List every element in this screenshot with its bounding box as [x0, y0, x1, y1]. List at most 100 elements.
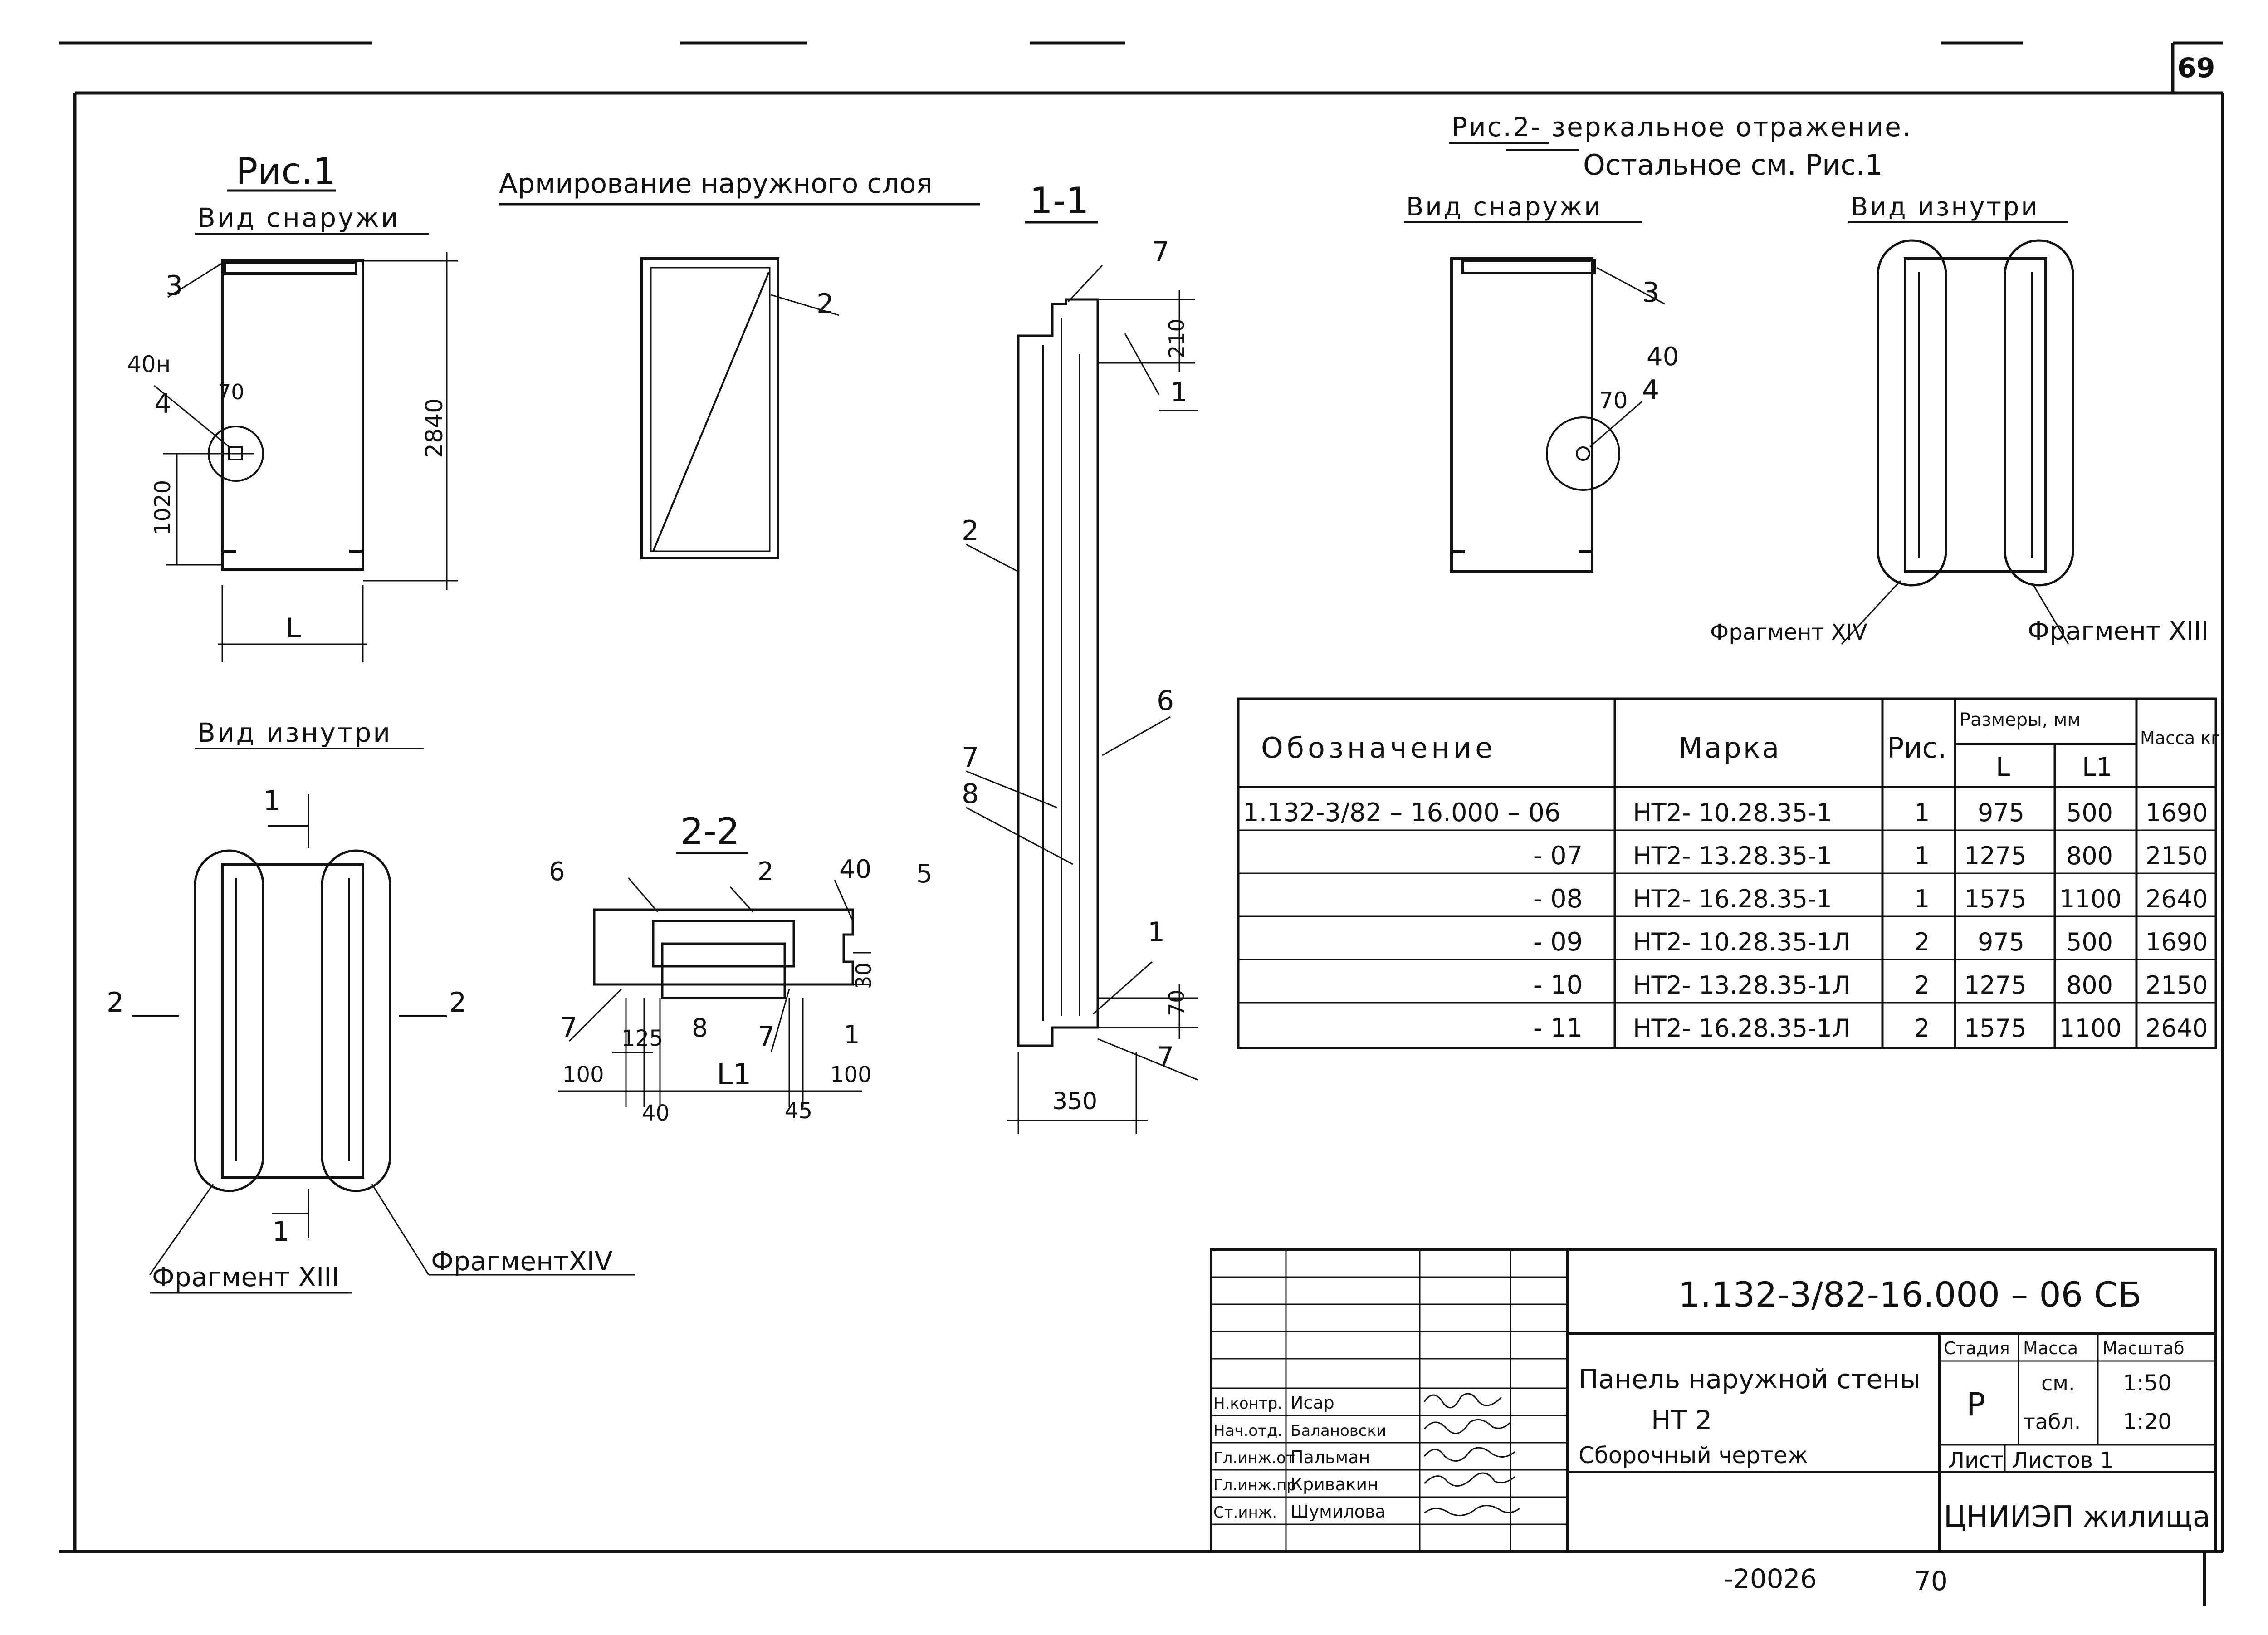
signature-role: Гл.инж.от	[1213, 1449, 1295, 1467]
page-number: 70	[1914, 1566, 1948, 1596]
fig1-callout-4: 4	[154, 388, 171, 420]
section-2-2-drawing	[558, 877, 871, 1107]
section-2-2-callout-5: 5	[916, 859, 933, 889]
section-2-2-callout-6: 6	[549, 857, 565, 886]
spec-cell-fig: 1	[1914, 842, 1930, 870]
signature-row-4: Ст.инж. Шумилова	[1213, 1502, 1386, 1522]
fig2-group: Рис.2- зеркальное отражение. Остальное с…	[1404, 112, 2209, 646]
sheet-number: 69	[2177, 52, 2215, 84]
fig1-section-2-right: 2	[449, 987, 466, 1018]
spec-cell-mass: 2640	[2146, 1014, 2208, 1043]
spec-cell-L: 1575	[1964, 1014, 2026, 1043]
mass-label: Масса	[2023, 1338, 2078, 1358]
spec-cell-L: 1575	[1964, 885, 2026, 913]
spec-cell-L: 975	[1978, 928, 2024, 956]
signature-role: Гл.инж.пр	[1213, 1476, 1296, 1494]
spec-header-fig: Рис.	[1887, 731, 1946, 764]
fig1-group: Рис.1 Вид снаружи 3 40н 4 70 1020	[127, 150, 458, 662]
handwritten-signatures	[1423, 1393, 1520, 1517]
spec-cell-mass: 2640	[2146, 885, 2208, 913]
fig2-callout-3: 3	[1642, 277, 1659, 308]
spec-cell-fig: 2	[1914, 1014, 1930, 1043]
reinforcement-group: Армирование наружного слоя 2	[499, 168, 980, 559]
spec-cell-designation: 1.132-3/82 – 16.000 – 06	[1243, 798, 1561, 827]
spec-cell-designation: - 10	[1533, 970, 1583, 1000]
fig2-callout-40: 40	[1647, 342, 1679, 372]
signature-name: Балановски	[1290, 1422, 1386, 1440]
fig1-title: Рис.1	[236, 150, 336, 192]
fig1-dim-70: 70	[218, 380, 244, 404]
section-2-2-dim-100b: 100	[830, 1062, 872, 1087]
spec-cell-mass: 2150	[2146, 971, 2208, 999]
signature-role: Нач.отд.	[1213, 1422, 1282, 1440]
section-2-2-title: 2-2	[680, 810, 740, 852]
section-2-2-dim-45: 45	[785, 1098, 812, 1124]
spec-cell-L1: 1100	[2059, 885, 2121, 913]
spec-cell-mark: НТ2- 16.28.35-1	[1633, 885, 1832, 913]
section-2-2-dim-40: 40	[642, 1101, 670, 1126]
spec-row-4: - 10 НТ2- 13.28.35-1Л 2 1275 800 2150	[1533, 970, 2208, 1000]
spec-cell-L: 1275	[1964, 842, 2026, 870]
section-2-2-dim-30: 30	[851, 962, 876, 989]
mass-value-1: см.	[2041, 1371, 2075, 1395]
fig1-panel-outside	[154, 252, 458, 662]
spec-cell-mark: НТ2- 10.28.35-1Л	[1633, 928, 1851, 956]
signature-row-3: Гл.инж.пр Кривакин	[1213, 1474, 1378, 1494]
spec-cell-mark: НТ2- 13.28.35-1	[1633, 842, 1832, 870]
signature-name: Шумилова	[1290, 1502, 1386, 1522]
fig1-dim-L: L	[286, 612, 301, 644]
section-1-1-callout-7-mid: 7	[962, 742, 979, 773]
signature-role: Н.контр.	[1213, 1395, 1282, 1413]
section-1-1-title: 1-1	[1030, 180, 1089, 222]
fig2-fragment-13: Фрагмент XIII	[2028, 617, 2209, 646]
fig1-fragment-13: Фрагмент XIII	[152, 1262, 339, 1292]
spec-header-mark: Марка	[1678, 731, 1781, 764]
section-2-2-callout-7a: 7	[560, 1012, 577, 1043]
spec-cell-fig: 1	[1914, 798, 1930, 827]
fig2-view-inside: Вид изнутри	[1851, 192, 2039, 222]
reinforcement-title: Армирование наружного слоя	[499, 168, 933, 200]
signature-row-2: Гл.инж.от Пальман	[1213, 1447, 1370, 1467]
section-1-1-dim-210: 210	[1164, 318, 1189, 358]
signature-name: Кривакин	[1290, 1474, 1378, 1494]
fig1-view-outside: Вид снаружи	[197, 202, 400, 233]
spec-cell-mass: 1690	[2146, 798, 2208, 827]
spec-cell-mark: НТ2- 10.28.35-1	[1633, 798, 1832, 827]
fig1-dim-1020: 1020	[150, 480, 176, 535]
scale-value-2: 1:20	[2123, 1409, 2172, 1434]
spec-cell-L1: 800	[2066, 971, 2113, 999]
fig1-panel-inside	[132, 794, 635, 1294]
fig1-callout-3: 3	[166, 270, 183, 302]
spec-cell-mass: 1690	[2146, 928, 2208, 956]
sheets-label: Листов 1	[2012, 1448, 2114, 1473]
section-2-2-callout-1: 1	[844, 1020, 860, 1050]
section-2-2-group: 2-2 6 2 40 5 30 7 125 8 7	[549, 810, 933, 1126]
spec-cell-fig: 2	[1914, 928, 1930, 956]
signature-row-1: Нач.отд. Балановски	[1213, 1422, 1386, 1440]
spec-cell-mass: 2150	[2146, 842, 2208, 870]
fig1-section-2-left: 2	[107, 987, 124, 1018]
fig1-dim-2840: 2840	[421, 398, 448, 458]
spec-cell-designation: - 08	[1533, 884, 1583, 914]
section-1-1-callout-8: 8	[962, 778, 979, 810]
signature-row-0: Н.контр. Исар	[1213, 1393, 1334, 1413]
spec-table: Обозначение Марка Рис. Размеры, мм L L1 …	[1237, 697, 2220, 1049]
spec-cell-mark: НТ2- 13.28.35-1Л	[1633, 971, 1851, 999]
section-2-2-callout-8: 8	[692, 1013, 708, 1043]
section-1-1-drawing	[966, 264, 1198, 1134]
section-1-1-callout-1-bottom: 1	[1148, 916, 1165, 948]
section-1-1-callout-1-top: 1	[1170, 377, 1188, 408]
spec-cell-fig: 1	[1914, 885, 1930, 913]
section-2-2-dim-125: 125	[621, 1026, 663, 1051]
spec-header-L1: L1	[2082, 753, 2112, 782]
spec-header-L: L	[1996, 753, 2010, 782]
fig1-fragment-14: ФрагментXIV	[431, 1246, 613, 1277]
spec-row-0: 1.132-3/82 – 16.000 – 06 НТ2- 10.28.35-1…	[1243, 798, 2208, 827]
title-block: 1.132-3/82-16.000 – 06 СБ Панель наружно…	[1210, 1248, 2217, 1553]
spec-row-2: - 08 НТ2- 16.28.35-1 1 1575 1100 2640	[1533, 884, 2208, 914]
section-1-1-callout-7-bottom: 7	[1157, 1041, 1174, 1073]
mass-value-2: табл.	[2023, 1410, 2081, 1434]
spec-cell-mark: НТ2- 16.28.35-1Л	[1633, 1014, 1851, 1043]
reinforcement-callout-2: 2	[816, 288, 834, 320]
spec-header-sizes: Размеры, мм	[1960, 710, 2081, 730]
